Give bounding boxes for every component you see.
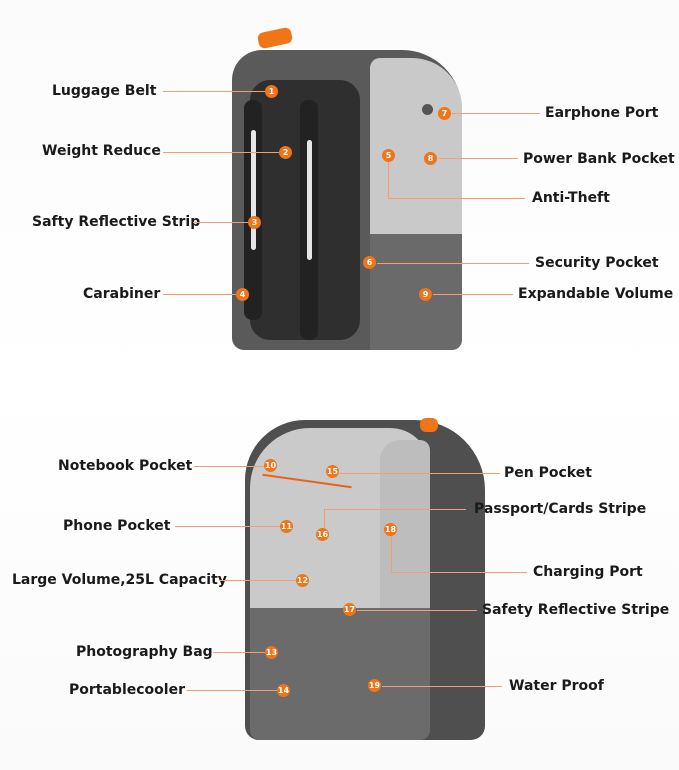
callout-line-5-vertical — [388, 162, 389, 198]
callout-marker-1: 1 — [265, 85, 278, 98]
luggage-handle — [256, 26, 294, 50]
callout-label-12: Large Volume,25L Capacity — [12, 572, 227, 588]
callout-marker-9: 9 — [419, 288, 432, 301]
backpack-rear-bottom-panel — [370, 234, 462, 350]
callout-label-10: Notebook Pocket — [58, 458, 193, 474]
callout-label-6: Security Pocket — [535, 255, 659, 271]
callout-marker-4: 4 — [236, 288, 249, 301]
callout-marker-8: 8 — [424, 152, 437, 165]
callout-label-4: Carabiner — [83, 286, 161, 302]
callout-line-8 — [438, 158, 518, 159]
callout-line-1 — [163, 91, 267, 92]
callout-line-4 — [163, 294, 237, 295]
callout-label-1: Luggage Belt — [52, 83, 157, 99]
callout-label-16: Passport/Cards Stripe — [474, 501, 647, 517]
callout-line-12 — [220, 580, 296, 581]
callout-label-9: Expandable Volume — [518, 286, 674, 302]
callout-line-16 — [324, 509, 466, 510]
callout-marker-17: 17 — [343, 603, 356, 616]
callout-line-14 — [187, 690, 277, 691]
callout-marker-6: 6 — [363, 256, 376, 269]
callout-line-11 — [175, 526, 280, 527]
callout-marker-12: 12 — [296, 574, 309, 587]
callout-label-17: Safety Reflective Stripe — [482, 602, 670, 618]
callout-line-18 — [391, 572, 527, 573]
callout-label-2: Weight Reduce — [42, 143, 161, 159]
callout-line-15 — [340, 473, 500, 474]
callout-marker-5: 5 — [382, 149, 395, 162]
callout-line-2 — [163, 152, 281, 153]
callout-label-18: Charging Port — [533, 564, 643, 580]
earphone-port-hole — [422, 104, 433, 115]
callout-label-19: Water Proof — [509, 678, 604, 694]
callout-label-13: Photography Bag — [76, 644, 213, 660]
callout-marker-16: 16 — [316, 528, 329, 541]
callout-line-16-vertical — [324, 509, 325, 528]
callout-marker-19: 19 — [368, 679, 381, 692]
callout-label-14: Portablecooler — [69, 682, 185, 698]
callout-marker-10: 10 — [264, 459, 277, 472]
callout-line-19 — [382, 686, 502, 687]
callout-line-9 — [433, 294, 513, 295]
callout-line-7 — [452, 113, 540, 114]
callout-marker-7: 7 — [438, 107, 451, 120]
callout-label-5: Anti-Theft — [532, 190, 610, 206]
callout-line-10 — [194, 466, 264, 467]
callout-marker-11: 11 — [280, 520, 293, 533]
callout-line-6 — [377, 263, 529, 264]
callout-label-8: Power Bank Pocket — [523, 151, 675, 167]
callout-marker-15: 15 — [326, 465, 339, 478]
callout-line-17 — [357, 610, 477, 611]
callout-label-3: Safty Reflective Strip — [32, 214, 201, 230]
callout-line-13 — [213, 652, 265, 653]
top-handle — [420, 418, 438, 432]
callout-line-3 — [193, 222, 248, 223]
callout-label-11: Phone Pocket — [63, 518, 171, 534]
reflective-strip-left — [251, 130, 256, 250]
backpack-rear-light-panel — [370, 58, 462, 234]
callout-label-7: Earphone Port — [545, 105, 659, 121]
callout-line-5 — [388, 198, 525, 199]
callout-line-18-vertical — [391, 536, 392, 572]
backpack-front-bottom-panel — [250, 608, 430, 740]
reflective-strip-right — [307, 140, 312, 260]
callout-marker-2: 2 — [279, 146, 292, 159]
callout-marker-14: 14 — [277, 684, 290, 697]
callout-marker-3: 3 — [248, 216, 261, 229]
callout-marker-13: 13 — [265, 646, 278, 659]
callout-marker-18: 18 — [384, 523, 397, 536]
callout-label-15: Pen Pocket — [504, 465, 592, 481]
